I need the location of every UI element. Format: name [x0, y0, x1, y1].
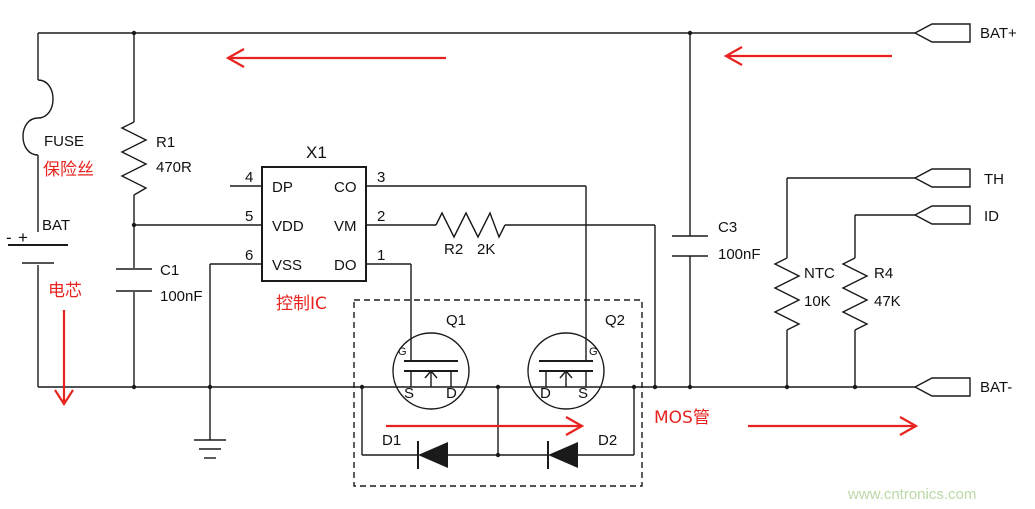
port-th: TH: [913, 168, 1004, 188]
port-id: ID: [913, 205, 999, 225]
resistor-r2: R2 2K: [435, 211, 506, 258]
ic-pin-num: 5: [245, 208, 253, 225]
c3-value: 100nF: [718, 246, 761, 263]
ic-pin-label: DO: [334, 257, 357, 274]
ic-pin-label: CO: [334, 179, 357, 196]
control-ic-x1: X1 控制IC 4 DP 5 VDD 6 VSS 3 CO 2 VM 1 DO: [245, 143, 385, 314]
ic-pin-num: 3: [377, 169, 385, 186]
resistor-r4: R4 47K: [841, 257, 901, 331]
ic-pin-num: 4: [245, 169, 253, 186]
port-bat-minus-label: BAT-: [980, 379, 1012, 396]
q1-drain: D: [446, 385, 457, 402]
fuse-cn-label: 保险丝: [43, 160, 94, 180]
current-flow-arrows: [54, 46, 919, 436]
mosfet-q1: Q1 G S D: [392, 312, 470, 410]
diode-d1: D1: [382, 432, 448, 469]
ic-pin-num: 2: [377, 208, 385, 225]
capacitor-c3: C3 100nF: [672, 219, 761, 263]
q1-gate: G: [398, 346, 407, 358]
battery-plus-sign: +: [18, 228, 28, 247]
d1-name: D1: [382, 432, 401, 449]
d2-name: D2: [598, 432, 617, 449]
fuse: FUSE 保险丝: [22, 79, 94, 180]
arrow-down-battery: [54, 310, 74, 407]
q1-source: S: [404, 385, 414, 402]
arrow-left-top-2: [723, 46, 892, 66]
thermistor-ntc: NTC 10K: [773, 257, 835, 331]
r2-value: 2K: [477, 241, 495, 258]
ntc-value: 10K: [804, 293, 831, 310]
r2-name: R2: [444, 241, 463, 258]
wires: [37, 32, 915, 456]
c1-name: C1: [160, 262, 179, 279]
ic-name: X1: [306, 143, 327, 162]
ntc-name: NTC: [804, 265, 835, 282]
resistor-r1: R1 470R: [120, 121, 192, 196]
q1-name: Q1: [446, 312, 466, 329]
ic-pin-label: DP: [272, 179, 293, 196]
battery-label: BAT: [42, 217, 70, 234]
ic-pin-label: VDD: [272, 218, 304, 235]
ic-pin-num: 6: [245, 247, 253, 264]
c1-value: 100nF: [160, 288, 203, 305]
junction-dots: [131, 30, 858, 458]
ic-cn-label: 控制IC: [276, 294, 327, 314]
r1-value: 470R: [156, 159, 192, 176]
port-id-label: ID: [984, 208, 999, 225]
mos-box: MOS管: [353, 299, 710, 487]
ground-symbol: [194, 439, 226, 459]
port-th-label: TH: [984, 171, 1004, 188]
capacitor-c1: C1 100nF: [116, 262, 203, 305]
port-bat-plus-label: BAT+: [980, 25, 1017, 42]
q2-gate: G: [589, 346, 598, 358]
battery-cell: + - BAT 电芯: [6, 217, 82, 301]
diode-d2: D2: [547, 432, 617, 469]
watermark-text: www.cntronics.com: [847, 486, 976, 503]
ic-pin-num: 1: [377, 247, 385, 264]
r4-name: R4: [874, 265, 893, 282]
r1-name: R1: [156, 134, 175, 151]
c3-name: C3: [718, 219, 737, 236]
port-bat-minus: BAT-: [913, 377, 1012, 397]
battery-minus-sign: -: [6, 228, 12, 247]
arrow-left-top-1: [225, 48, 446, 68]
fuse-label: FUSE: [44, 133, 84, 150]
mos-cn-label: MOS管: [654, 408, 710, 428]
arrow-right-bottom: [748, 416, 919, 436]
ic-pin-label: VM: [334, 218, 357, 235]
port-bat-plus: BAT+: [913, 23, 1017, 43]
ic-pin-label: VSS: [272, 257, 302, 274]
r4-value: 47K: [874, 293, 901, 310]
q2-source: S: [578, 385, 588, 402]
q2-drain: D: [540, 385, 551, 402]
mosfet-q2: Q2 G D S: [527, 312, 625, 410]
q2-name: Q2: [605, 312, 625, 329]
battery-cn-label: 电芯: [48, 281, 82, 301]
arrow-right-mos: [386, 416, 585, 436]
